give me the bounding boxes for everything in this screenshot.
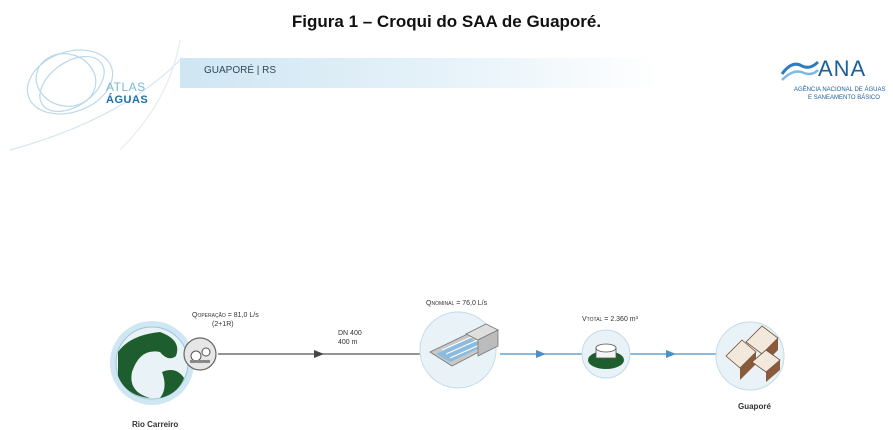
brand-atlas-text: ATLAS	[106, 80, 146, 94]
city-name-label: Guaporé	[738, 402, 771, 411]
figure-caption: Figura 1 – Croqui do SAA de Guaporé.	[291, 12, 602, 31]
flow-arrow-icon	[314, 350, 324, 358]
source-flow-label: QOPERAÇÃO = 81,0 L/s	[192, 312, 259, 319]
reservoir-icon	[581, 329, 631, 379]
header-band	[180, 58, 660, 88]
atlas-logo-graphic	[9, 39, 181, 151]
pipe-diameter-label: DN 400	[338, 330, 362, 337]
ana-logo-text: ANA	[818, 56, 867, 81]
reservoir-volume-label: VTOTAL = 2.360 m³	[582, 316, 638, 323]
city-houses-icon	[715, 321, 785, 391]
pipe-length-label: 400 m	[338, 339, 358, 346]
ana-subtitle-2: E SANEAMENTO BÁSICO	[808, 95, 880, 101]
pump-station-icon	[183, 337, 217, 371]
river-source-icon	[110, 321, 194, 405]
region-label: GUAPORÉ | RS	[204, 65, 277, 76]
pump-config-label: (2+1R)	[212, 321, 234, 328]
brand-aguas-text: ÁGUAS	[106, 94, 149, 106]
flow-arrow-icon	[666, 350, 676, 358]
treatment-plant-icon	[419, 311, 499, 389]
ana-subtitle-1: AGÊNCIA NACIONAL DE ÁGUAS	[794, 87, 886, 93]
treatment-flow-label: QNOMINAL = 76,0 L/s	[426, 300, 488, 307]
river-name-label: Rio Carreiro	[132, 420, 179, 429]
ana-logo-icon	[780, 60, 820, 81]
flow-arrow-icon	[536, 350, 546, 358]
